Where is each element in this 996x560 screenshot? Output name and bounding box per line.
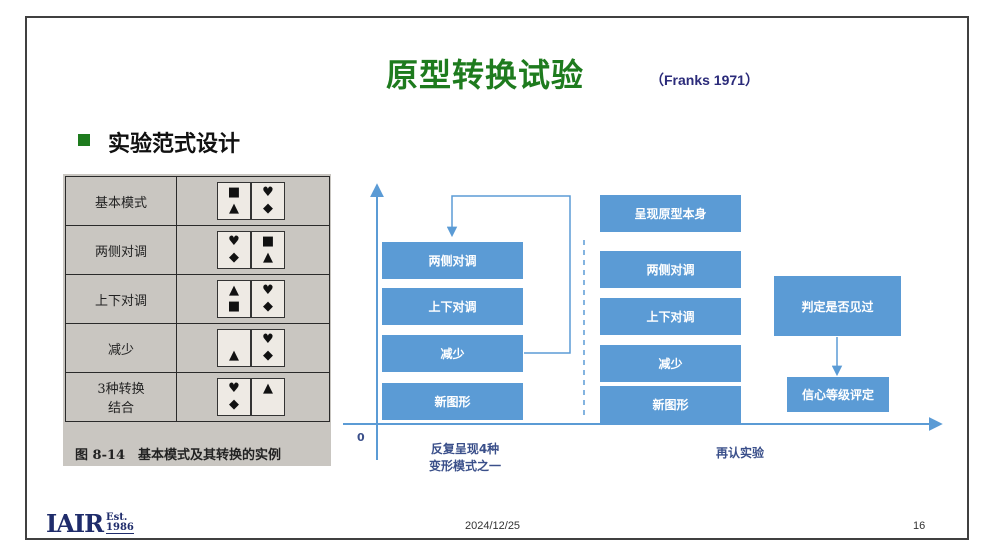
pattern-symbol: ♥ <box>262 332 274 347</box>
logo-est-top: Est. <box>106 512 128 523</box>
pattern-symbol: ■ <box>227 299 241 314</box>
right-box-swap-sides: 两侧对调 <box>600 251 741 288</box>
figure-caption: 图 8-14 基本模式及其转换的实例 <box>75 448 282 463</box>
confidence-box: 信心等级评定 <box>787 377 889 412</box>
figure-row-pattern: ▲■♥◆ <box>176 274 330 324</box>
pattern-symbol: ◆ <box>263 299 273 314</box>
pattern-symbol: ▲ <box>263 250 273 265</box>
pattern-symbol: ▲ <box>229 348 239 363</box>
figure-row: 两侧对调♥◆■▲ <box>65 225 330 275</box>
bullet-square-icon <box>78 134 90 146</box>
figure-row: 3种转换 结合 ♥◆ ▲ <box>65 372 330 422</box>
pattern-symbol: ♥ <box>262 185 274 200</box>
figure-row-label: 上下对调 <box>65 274 177 324</box>
right-box-new-figure: 新图形 <box>600 386 741 423</box>
left-box-reduce: 减少 <box>382 335 523 372</box>
figure-row-pattern: ▲ ♥◆ <box>176 323 330 373</box>
left-box-swap-sides: 两侧对调 <box>382 242 523 279</box>
pattern-card-left: ♥◆ <box>217 231 251 269</box>
pattern-card-right: ♥◆ <box>251 280 285 318</box>
left-box-swap-updown: 上下对调 <box>382 288 523 325</box>
pattern-card-right: ♥◆ <box>251 182 285 220</box>
page-number: 16 <box>913 520 926 532</box>
left-box-new-figure: 新图形 <box>382 383 523 420</box>
pattern-symbol: ■ <box>227 185 241 200</box>
book-figure-image: 基本模式■▲♥◆两侧对调♥◆■▲上下对调▲■♥◆减少▲♥◆3种转换 结合♥◆▲ … <box>63 174 331 466</box>
pattern-card-left: ▲ <box>217 329 251 367</box>
pattern-card-left: ■▲ <box>217 182 251 220</box>
phase2-label: 再认实验 <box>715 446 764 460</box>
pattern-symbol: ▲ <box>263 381 273 396</box>
pattern-card-left: ♥◆ <box>217 378 251 416</box>
figure-row-label: 两侧对调 <box>65 225 177 275</box>
pattern-symbol: ♥ <box>262 283 274 298</box>
right-box-prototype: 呈现原型本身 <box>600 195 741 232</box>
right-box-swap-updown: 上下对调 <box>600 298 741 335</box>
pattern-card-right: ▲ <box>251 378 285 416</box>
figure-row-pattern: ♥◆■▲ <box>176 225 330 275</box>
figure-row-pattern: ♥◆ ▲ <box>176 372 330 422</box>
pattern-symbol: ▲ <box>229 201 239 216</box>
pattern-symbol: ♥ <box>228 234 240 249</box>
iair-logo: IAIR Est. 1986 <box>46 512 134 536</box>
figure-row: 上下对调▲■♥◆ <box>65 274 330 324</box>
slide-date: 2024/12/25 <box>465 520 521 532</box>
axis-origin: 0 <box>357 431 365 444</box>
pattern-symbol: ◆ <box>263 201 273 216</box>
figure-row-label: 基本模式 <box>65 176 177 226</box>
pattern-symbol: ▲ <box>229 283 239 298</box>
phase1-label: 反复呈现4种 变形模式之一 <box>428 442 501 473</box>
logo-est-bottom: 1986 <box>106 522 134 533</box>
pattern-symbol: ◆ <box>263 348 273 363</box>
figure-row-pattern: ■▲♥◆ <box>176 176 330 226</box>
pattern-card-right: ■▲ <box>251 231 285 269</box>
judge-box: 判定是否见过 <box>774 276 901 336</box>
logo-main: IAIR <box>46 509 104 538</box>
figure-row-label: 减少 <box>65 323 177 373</box>
slide-title: 原型转换试验 <box>386 56 585 94</box>
citation: （Franks 1971） <box>650 72 759 88</box>
pattern-card-left: ▲■ <box>217 280 251 318</box>
pattern-symbol: ♥ <box>228 381 240 396</box>
logo-est: Est. 1986 <box>106 513 134 534</box>
pattern-symbol: ◆ <box>229 397 239 412</box>
pattern-symbol: ◆ <box>229 250 239 265</box>
figure-row: 基本模式■▲♥◆ <box>65 176 330 226</box>
figure-row-label: 3种转换 结合 <box>65 372 177 422</box>
section-subtitle: 实验范式设计 <box>108 132 241 157</box>
pattern-symbol: ■ <box>261 234 275 249</box>
figure-row: 减少 ▲ ♥◆ <box>65 323 330 373</box>
pattern-card-right: ♥◆ <box>251 329 285 367</box>
right-box-reduce: 减少 <box>600 345 741 382</box>
